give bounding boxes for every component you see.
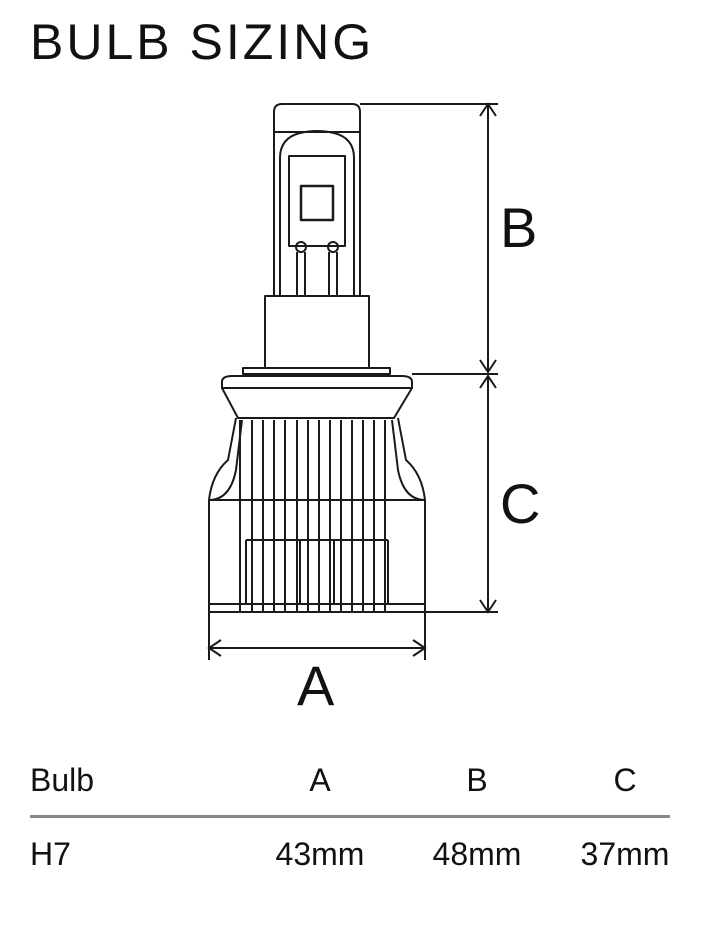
heatsink-body <box>208 417 426 613</box>
spec-table-body: H7 43mm 48mm 37mm <box>30 832 670 884</box>
header-bulb: Bulb <box>30 762 95 798</box>
header-a: A <box>309 762 331 798</box>
dimension-a-label: A <box>297 654 335 717</box>
bulb-diagram <box>207 102 498 660</box>
cell-b: 48mm <box>432 836 522 872</box>
dimension-b-label: B <box>500 196 538 259</box>
dimension-b-line <box>360 102 498 374</box>
cell-a: 43mm <box>275 836 365 872</box>
dimension-a-line <box>207 612 427 660</box>
bulb-neck <box>242 295 391 375</box>
led-head <box>273 103 361 297</box>
table-row: H7 43mm 48mm 37mm <box>30 832 670 884</box>
dimension-c-line <box>412 373 498 614</box>
page-title: BULB SIZING <box>30 14 375 70</box>
bulb-collar <box>221 375 413 419</box>
dimension-c-label: C <box>500 472 541 535</box>
header-b: B <box>466 762 488 798</box>
spec-table: Bulb A B C <box>30 758 670 810</box>
table-header-row: Bulb A B C <box>30 758 670 810</box>
table-divider <box>30 815 670 818</box>
cell-bulb: H7 <box>30 836 71 872</box>
header-c: C <box>613 762 637 798</box>
cell-c: 37mm <box>580 836 670 872</box>
